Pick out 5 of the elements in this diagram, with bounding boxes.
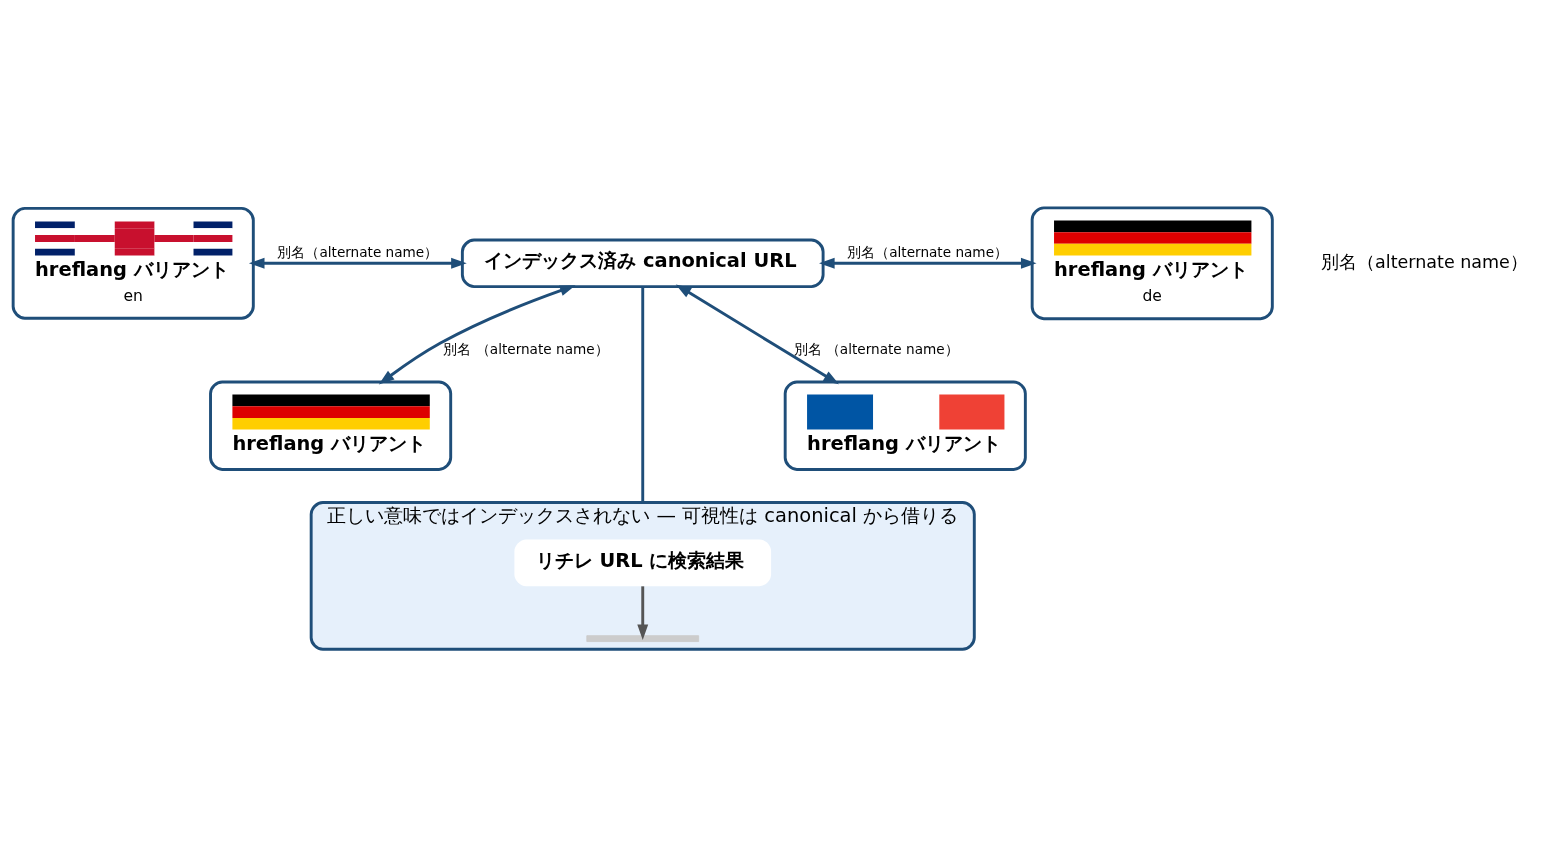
label: 別名（alternate name） [1321,251,1528,272]
edge-label: 別名（alternate name） [277,243,439,260]
edge-label: 別名 （alternate name） [793,340,959,357]
edge-label: 別名（alternate name） [847,243,1009,260]
edge-label: 別名 （alternate name） [443,340,609,357]
